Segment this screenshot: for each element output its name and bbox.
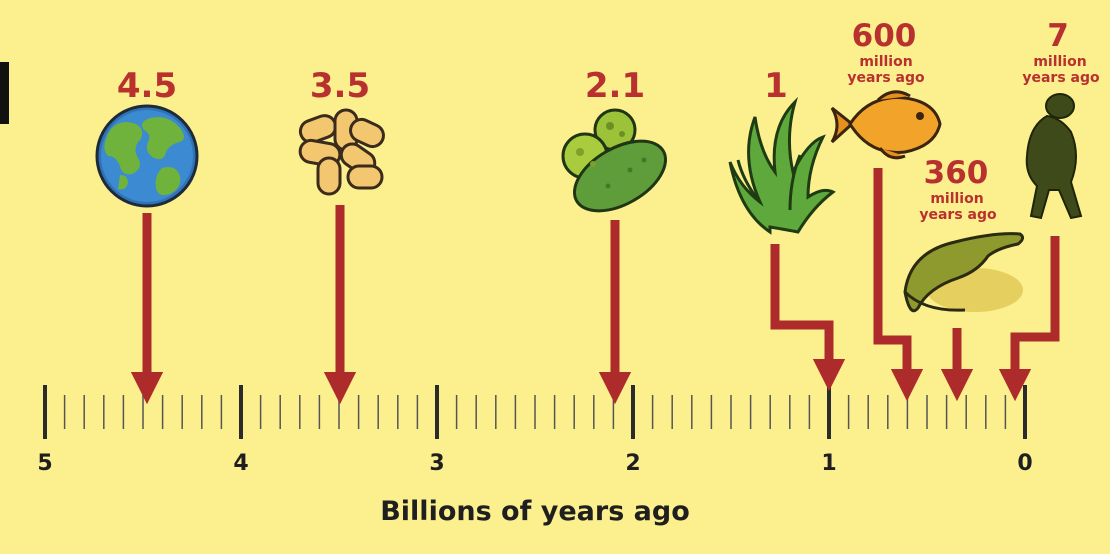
label-fish-sub-1: million (859, 54, 912, 70)
hominin-icon (1027, 94, 1081, 218)
tick-label: 2 (625, 451, 640, 476)
timeline-ticks (45, 385, 1025, 439)
tetrapod-icon (905, 234, 1023, 312)
algae-icon (730, 102, 833, 232)
tick-label: 5 (37, 451, 52, 476)
label-hominin: 7 (1047, 18, 1069, 54)
bacteria-cells-icon (297, 110, 387, 194)
arrow-algae (775, 244, 829, 375)
cropped-glyph (0, 62, 9, 124)
label-tetrapod: 360 (924, 155, 989, 191)
label-tetrapod-sub-2: years ago (919, 207, 997, 223)
earth-icon (97, 106, 197, 206)
eukaryotic-cells-icon (563, 110, 678, 225)
tick-label: 0 (1017, 451, 1032, 476)
label-hominin-sub-1: million (1033, 54, 1086, 70)
timeline-tick-labels: 5 4 3 2 1 0 (37, 451, 1032, 476)
label-tetrapod-sub-1: million (930, 191, 983, 207)
arrow-fish (878, 168, 907, 385)
axis-title: Billions of years ago (380, 496, 690, 527)
label-cells: 3.5 (310, 66, 370, 106)
tick-label: 4 (233, 451, 248, 476)
tick-label: 1 (821, 451, 836, 476)
fish-icon (832, 92, 940, 158)
arrow-hominin (1015, 236, 1055, 385)
label-hominin-sub-2: years ago (1022, 70, 1100, 86)
label-fish-sub-2: years ago (847, 70, 925, 86)
label-earth: 4.5 (117, 66, 177, 106)
label-algae: 1 (764, 66, 788, 106)
label-fish: 600 (852, 18, 917, 54)
tick-label: 3 (429, 451, 444, 476)
label-eukaryotes: 2.1 (585, 66, 645, 106)
